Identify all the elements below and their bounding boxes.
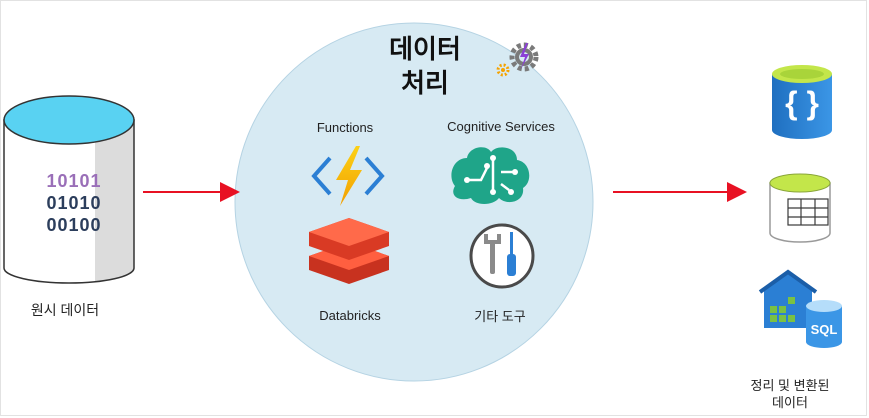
databricks-layers-icon [309,218,389,284]
processing-title-line-2: 처리 [401,68,449,98]
table-storage-icon [769,173,831,243]
output-label: 정리 및 변환된 데이터 [735,377,845,411]
cognitive-services-label: Cognitive Services [447,119,555,134]
cognitive-services-brain-icon [451,147,530,204]
processing-circle [234,22,594,382]
raw-data-cylinder-icon [3,95,135,284]
binary-text: 10101 01010 00100 [34,170,114,236]
binary-line-1: 10101 [46,171,102,191]
sql-data-warehouse-icon: SQL [758,269,842,348]
binary-line-2: 01010 [46,193,102,213]
processing-title: 데이터 처리 [370,32,480,100]
processing-title-line-1: 데이터 [389,34,461,64]
output-label-line-2: 데이터 [772,395,808,410]
functions-label: Functions [316,120,374,135]
binary-line-3: 00100 [46,215,102,235]
output-label-line-1: 정리 및 변환된 [750,378,830,393]
tools-wrench-screwdriver-icon [469,223,535,289]
svg-text:{ }: { } [785,85,819,121]
databricks-label: Databricks [319,308,381,323]
raw-data-label: 원시 데이터 [30,302,100,318]
other-tools-label: 기타 도구 [474,309,526,324]
functions-lightning-icon [311,146,385,206]
svg-text:SQL: SQL [811,322,838,337]
gear-icon [496,42,539,77]
cosmos-db-icon: { } [772,65,832,139]
